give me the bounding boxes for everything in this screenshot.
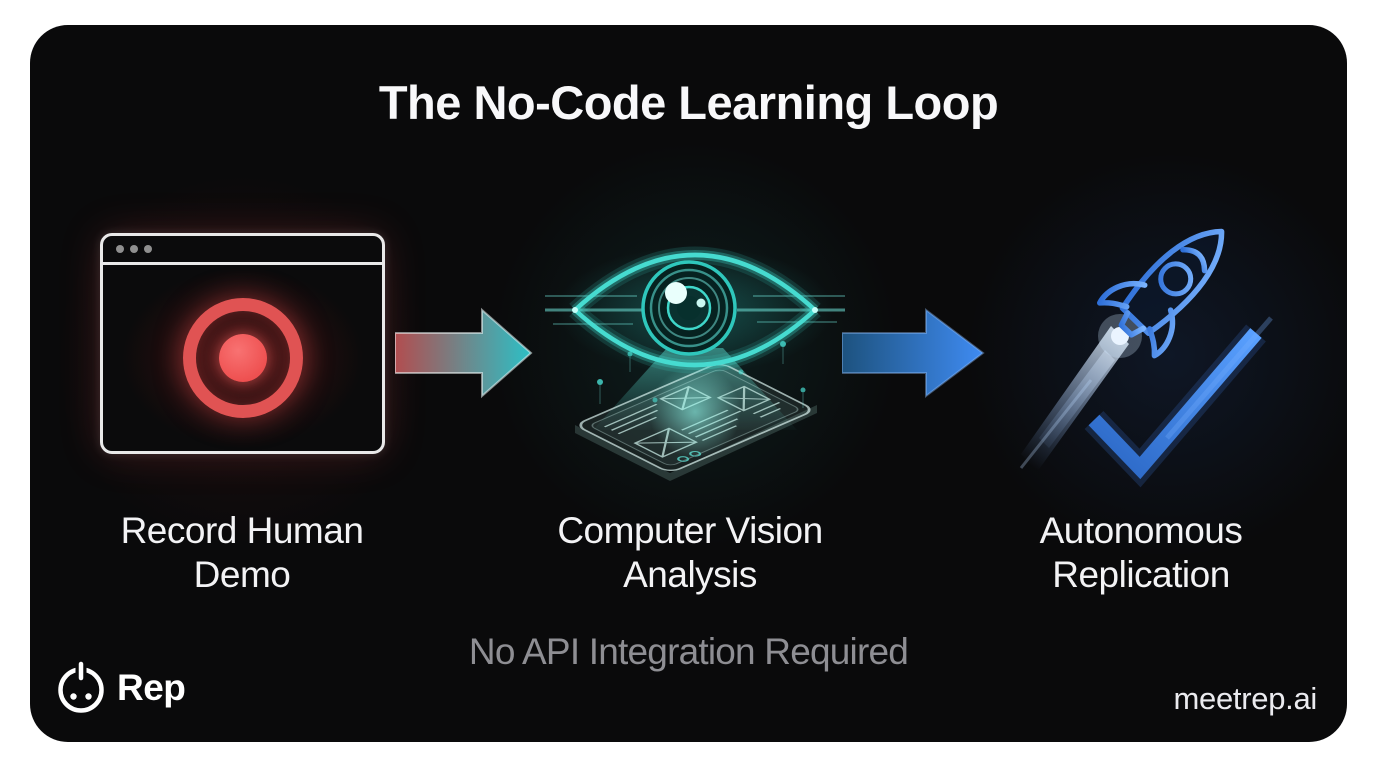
arrow-right-icon (842, 307, 985, 399)
window-body (103, 265, 382, 451)
stage-label-line: Analysis (623, 554, 757, 595)
beam-hotspot (649, 366, 741, 458)
page-title: The No-Code Learning Loop (378, 76, 999, 129)
power-smiley-icon (58, 661, 104, 713)
record-dot-icon (218, 334, 267, 382)
rocket-checkmark-icon (1019, 228, 1273, 488)
window-dot-icon (130, 245, 138, 253)
window-titlebar (103, 236, 382, 265)
eye-outline (569, 246, 821, 374)
rocket-body (1097, 228, 1225, 359)
checkmark-icon (1084, 316, 1273, 488)
stage-label-line: Record Human (120, 510, 364, 551)
arrow-right-icon (395, 307, 533, 399)
eye-iris (641, 260, 737, 356)
tablet-sides (575, 405, 817, 481)
stage-label-line: Replication (1052, 554, 1230, 595)
stage-label-line: Autonomous (1039, 510, 1243, 551)
stage-label-line: Demo (193, 554, 291, 595)
brand-logo: Rep (54, 661, 186, 715)
slide-card: The No-Code Learning Loop (30, 25, 1347, 742)
record-button-icon (182, 298, 303, 418)
record-browser-window-icon (100, 233, 385, 454)
stage-label-record: Record Human Demo (121, 509, 364, 597)
rocket-exhaust (1019, 314, 1142, 472)
brand-name: Rep (117, 667, 186, 708)
vision-eye-scan-icon (545, 246, 845, 481)
website-domain: meetrep.ai (1173, 681, 1318, 716)
window-dot-icon (144, 245, 152, 253)
footnote-text: No API Integration Required (468, 631, 909, 672)
stage-label-line: Computer Vision (557, 510, 823, 551)
window-dot-icon (116, 245, 124, 253)
stage-label-replication: Autonomous Replication (1040, 509, 1243, 597)
stage-label-vision: Computer Vision Analysis (557, 509, 823, 597)
floating-particles (597, 341, 806, 408)
